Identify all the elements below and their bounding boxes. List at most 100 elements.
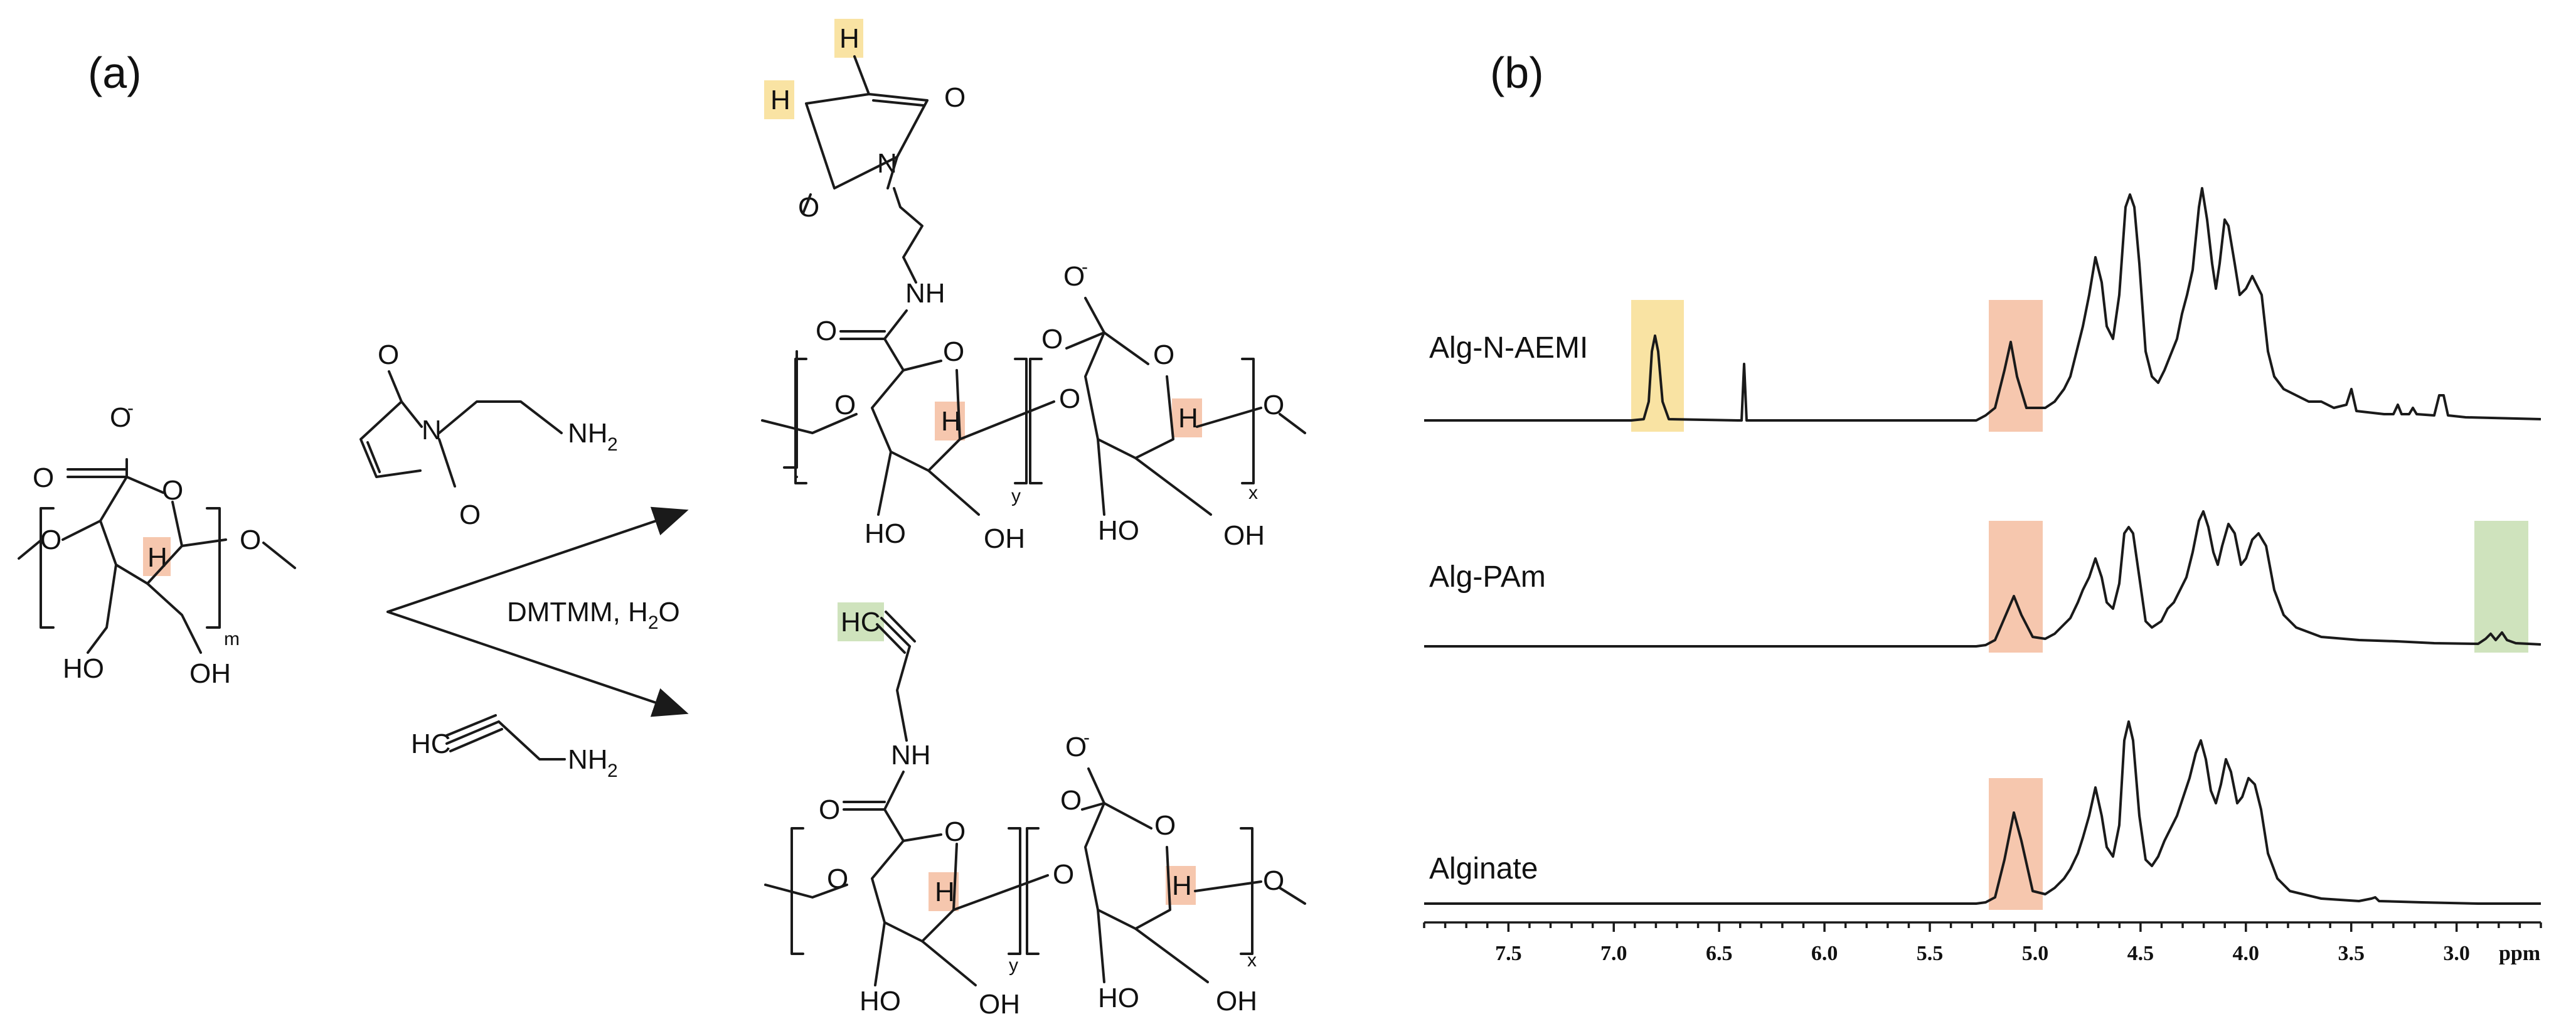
- panel-a: (a) O H O O - O O HO OH m: [18, 19, 1306, 1020]
- product2-ho-2: HO: [1098, 983, 1139, 1013]
- product1-carboxyl-o2: O: [1041, 324, 1063, 355]
- reagent-condition: DMTMM, H2O: [507, 597, 680, 633]
- spectrum-alg-pam: [1424, 510, 2541, 648]
- product1-oh-1: OH: [984, 523, 1025, 554]
- alkyne-h-highlight: [838, 602, 884, 641]
- alginate-structure: O H O O - O O HO OH m: [18, 398, 296, 689]
- product2-anomeric-h2: H: [1172, 870, 1192, 901]
- product1-bonds: [761, 55, 1306, 516]
- product2-alkyne-hc: HC: [841, 607, 881, 638]
- carboxylate-charge: -: [127, 398, 134, 419]
- alginate-bonds: [18, 458, 296, 654]
- anomeric-h: H: [147, 542, 168, 573]
- anomeric-h-highlight: [143, 537, 171, 576]
- product-maleimide-alginate: H H O N O NH O O O - O O O O O H H HO OH…: [761, 19, 1306, 554]
- product2-glyco-o-right: O: [1263, 865, 1284, 896]
- product1-oh-2: OH: [1223, 520, 1265, 551]
- product2-ho-1: HO: [860, 986, 901, 1017]
- product1-repeat-y: y: [1011, 486, 1021, 506]
- vinyl-h-2: H: [770, 85, 790, 115]
- maleimide-peak-band: [1631, 300, 1684, 432]
- product1-anomeric-h2: H: [1178, 403, 1198, 434]
- product2-bonds: [764, 611, 1306, 986]
- hydroxyl-right: OH: [189, 658, 231, 689]
- product2-oh-2: OH: [1216, 986, 1257, 1017]
- product2-carboxyl-charge: -: [1083, 727, 1090, 748]
- product1-repeat-x: x: [1248, 483, 1258, 503]
- propargyl-nh: NH: [568, 744, 608, 775]
- product1-carboxyl-charge: -: [1082, 257, 1088, 277]
- reagent-condition-sub: 2: [648, 612, 659, 633]
- product2-repeat-x: x: [1247, 950, 1257, 971]
- spectrum-alg-n-aemi: [1424, 187, 2541, 422]
- x-axis-tick-label: 3.0: [2443, 942, 2470, 965]
- amine-sub: 2: [607, 434, 618, 455]
- propargyl-sub: 2: [607, 761, 618, 781]
- product2-anomeric-h1: H: [935, 877, 955, 907]
- maleimide-n: N: [422, 415, 442, 446]
- product1-ho-2: HO: [1098, 515, 1139, 546]
- panel-b-label: (b): [1490, 48, 1544, 97]
- nmr-highlight-bands: [1631, 300, 2528, 910]
- panel-b: (b) Alg-N-AEMI Alg-PAm Alginate 7.5 7.0 6.…: [1423, 48, 2542, 965]
- propargyl-bonds: [445, 714, 566, 761]
- amine-nh: NH: [568, 418, 608, 449]
- product1-amide-nh: NH: [905, 278, 945, 309]
- maleimide-o-top: O: [378, 339, 399, 370]
- product2-amide-nh: NH: [891, 740, 931, 771]
- x-axis-tick-label: 5.0: [2022, 942, 2049, 965]
- panel-a-label: (a): [88, 48, 142, 97]
- product1-ring-o2: O: [1153, 339, 1174, 370]
- product2-carboxyl-o: O: [1065, 732, 1087, 762]
- series-label-alginate: Alginate: [1429, 852, 1538, 885]
- series-label-alg-pam: Alg-PAm: [1429, 560, 1546, 594]
- product2-glyco-o-mid: O: [1053, 859, 1074, 890]
- aminoethyl-maleimide-reagent: O N O NH 2: [359, 339, 618, 530]
- reagent-condition-main: DMTMM, H: [507, 597, 648, 627]
- product2-ring-o1: O: [944, 816, 966, 847]
- vinyl-h-highlight-2: [764, 80, 794, 119]
- product2-oh-1: OH: [979, 989, 1020, 1020]
- x-axis-tick-label: 4.5: [2127, 942, 2154, 965]
- product2-repeat-y: y: [1009, 955, 1018, 976]
- x-axis: 7.5 7.0 6.5 6.0 5.5 5.0 4.5 4.0 3.5 3.0 ppm: [1423, 921, 2542, 965]
- product1-ho-1: HO: [865, 518, 906, 549]
- propargylamine-reagent: HC NH 2: [411, 714, 618, 781]
- maleimide-o-bottom: O: [459, 499, 481, 530]
- product1-carboxyl-o: O: [1063, 261, 1085, 292]
- x-axis-unit: ppm: [2499, 942, 2540, 965]
- reaction-arrows: DMTMM, H2O: [386, 506, 689, 717]
- product2-ring-o2: O: [1154, 810, 1176, 841]
- product2-carboxyl-o2: O: [1060, 785, 1082, 816]
- x-axis-tick-label: 6.0: [1811, 942, 1838, 965]
- x-axis-tick-label: 3.5: [2338, 942, 2365, 965]
- ring-o: O: [162, 475, 183, 506]
- x-axis-tick-label: 5.5: [1917, 942, 1944, 965]
- glycosidic-o-right: O: [240, 525, 261, 555]
- nmr-spectra: [1424, 187, 2541, 905]
- series-label-alg-n-aemi: Alg-N-AEMI: [1429, 331, 1588, 365]
- product1-maleimide-o1: O: [944, 82, 966, 113]
- vinyl-h-1: H: [839, 23, 860, 54]
- x-axis-tick-label: 7.0: [1600, 942, 1627, 965]
- hydroxyl-left: HO: [63, 653, 104, 684]
- alkyne-hc: HC: [411, 729, 451, 759]
- product1-glyco-o-mid: O: [1059, 383, 1080, 414]
- vinyl-h-highlight-1: [834, 19, 863, 58]
- alkyne-peak-band: [2474, 521, 2528, 653]
- carboxylate-o: O: [110, 402, 131, 433]
- reagent-condition-tail: O: [659, 597, 680, 627]
- spectrum-alginate: [1424, 720, 2541, 905]
- x-axis-tick-label: 7.5: [1495, 942, 1522, 965]
- product1-anomeric-h2-highlight: [1172, 398, 1202, 437]
- product2-amide-o: O: [819, 794, 840, 825]
- product1-amide-o: O: [816, 316, 837, 346]
- product1-maleimide-n: N: [877, 148, 897, 179]
- carboxyl-o-double: O: [33, 462, 54, 493]
- x-axis-tick-label: 6.5: [1706, 942, 1733, 965]
- glycosidic-o-left: O: [40, 525, 61, 555]
- product-propargyl-alginate: HC NH O O O - O O O O O H H HO OH HO OH …: [764, 602, 1306, 1020]
- x-axis-tick-label: 4.0: [2233, 942, 2260, 965]
- repeat-m: m: [224, 629, 240, 649]
